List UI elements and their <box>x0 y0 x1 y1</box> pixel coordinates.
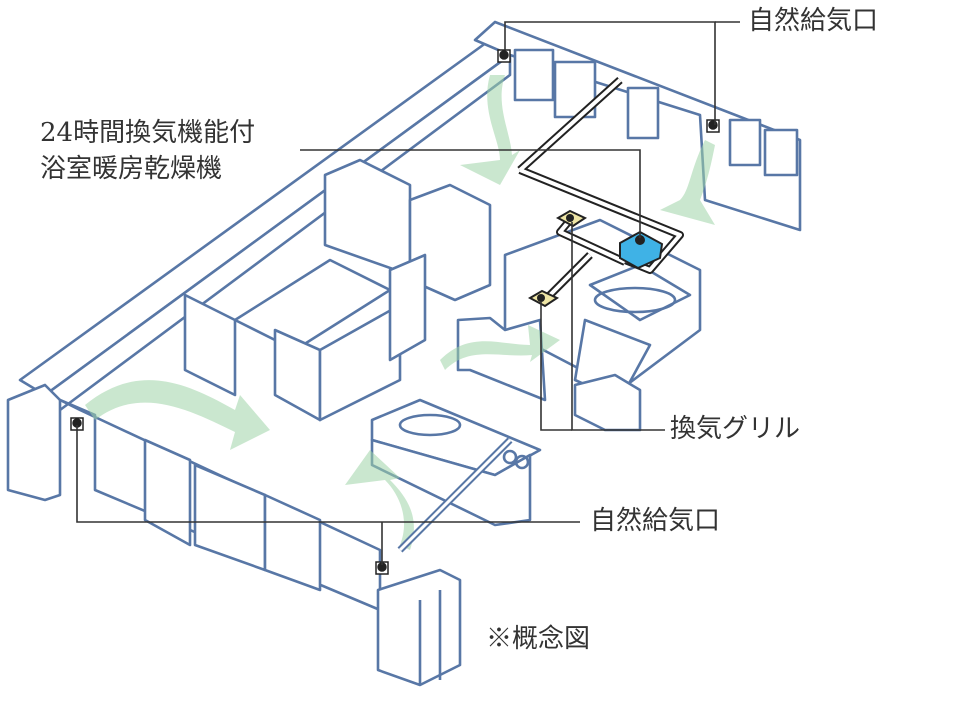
natural-inlet-icons <box>70 49 720 575</box>
leader-lines <box>76 21 740 565</box>
airflow-arrow <box>440 325 560 370</box>
airflow-arrow <box>85 380 270 450</box>
airflow-arrow <box>345 450 414 550</box>
airflow-arrow <box>460 75 520 185</box>
concept-note: ※概念図 <box>486 624 591 654</box>
natural-inlet-label-bottom: 自然給気口 <box>590 506 721 536</box>
duct <box>397 77 684 553</box>
airflow-arrow <box>660 140 715 225</box>
natural-inlet-label-top: 自然給気口 <box>748 6 879 36</box>
bath-fan-label-line1: 24時間換気機能付 <box>40 118 256 148</box>
floor-plan <box>6 20 802 687</box>
vent-grille-label: 換気グリル <box>670 414 801 444</box>
bath-fan-label-line2: 浴室暖房乾燥機 <box>40 154 223 184</box>
airflow-arrows <box>85 75 715 550</box>
bath-fan-unit <box>619 230 664 270</box>
vent-grille <box>527 209 588 308</box>
